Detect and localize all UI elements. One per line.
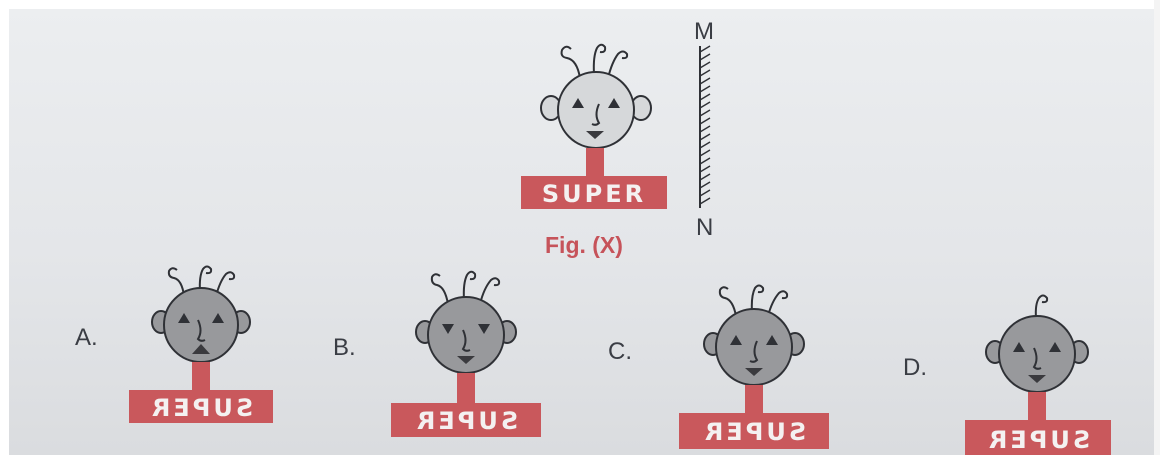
page-border-left — [0, 0, 9, 455]
page-border-top — [0, 0, 1160, 9]
option-b-plate-text: SUPER — [414, 407, 518, 435]
figure-caption: Fig. (X) — [545, 232, 623, 258]
figure-x-face: SUPER — [521, 43, 667, 209]
option-b-figure[interactable]: SUPER — [390, 266, 542, 442]
option-c-figure[interactable]: SUPER — [678, 280, 830, 452]
option-a-figure[interactable]: SUPER — [128, 262, 276, 430]
option-d-label: D. — [903, 354, 927, 381]
option-d-plate-text: SUPER — [986, 426, 1090, 454]
option-c-label: C. — [608, 338, 632, 365]
option-d-figure[interactable]: SUPER — [962, 288, 1112, 455]
mirror-label-n: N — [696, 214, 714, 241]
mirror-label-m: M — [694, 18, 714, 45]
option-a-plate-text: SUPER — [149, 394, 253, 422]
page-border-right — [1154, 0, 1160, 455]
mirror-line — [699, 45, 711, 208]
figure-x-plate-text: SUPER — [542, 180, 646, 208]
option-c-plate-text: SUPER — [702, 418, 806, 446]
option-b-label: B. — [333, 334, 356, 361]
option-a-label: A. — [75, 324, 98, 351]
